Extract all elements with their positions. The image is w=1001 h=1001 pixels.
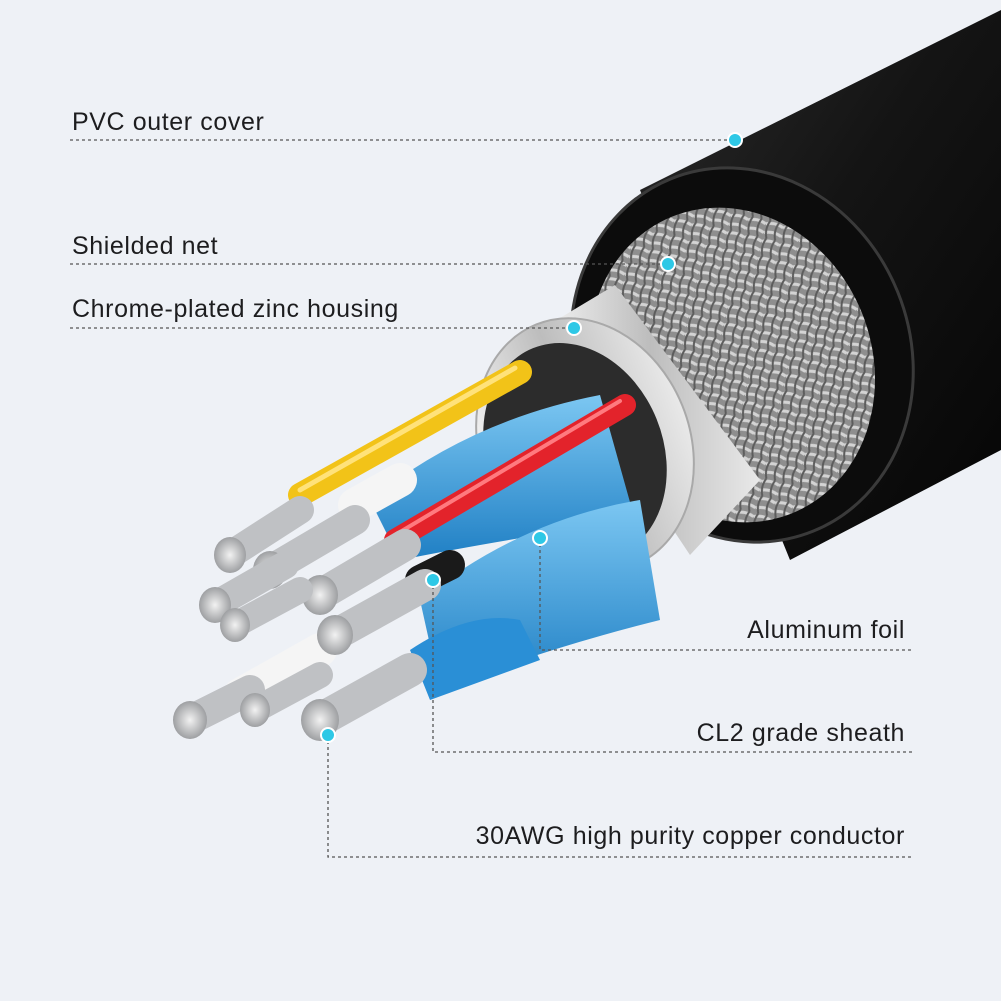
label-pvc-outer-cover: PVC outer cover [72,108,265,136]
leader-aluminum-foil [539,538,912,651]
label-aluminum-foil: Aluminum foil [747,616,905,644]
marker-aluminum-foil [532,530,548,546]
callout-markers [320,132,743,743]
marker-cl2-sheath [425,572,441,588]
label-copper-conductor: 30AWG high purity copper conductor [475,822,905,850]
marker-shielded-net [660,256,676,272]
label-shielded-net: Shielded net [72,232,219,260]
marker-pvc-outer-cover [727,132,743,148]
leader-copper-conductor [327,735,912,858]
marker-zinc-housing [566,320,582,336]
marker-copper-conductor [320,727,336,743]
conductor-strands [173,496,441,741]
label-cl2-sheath: CL2 grade sheath [696,719,905,747]
red-wire [384,394,636,551]
label-zinc-housing: Chrome-plated zinc housing [72,295,399,323]
yellow-wire [288,360,532,507]
leader-lines [70,139,912,858]
